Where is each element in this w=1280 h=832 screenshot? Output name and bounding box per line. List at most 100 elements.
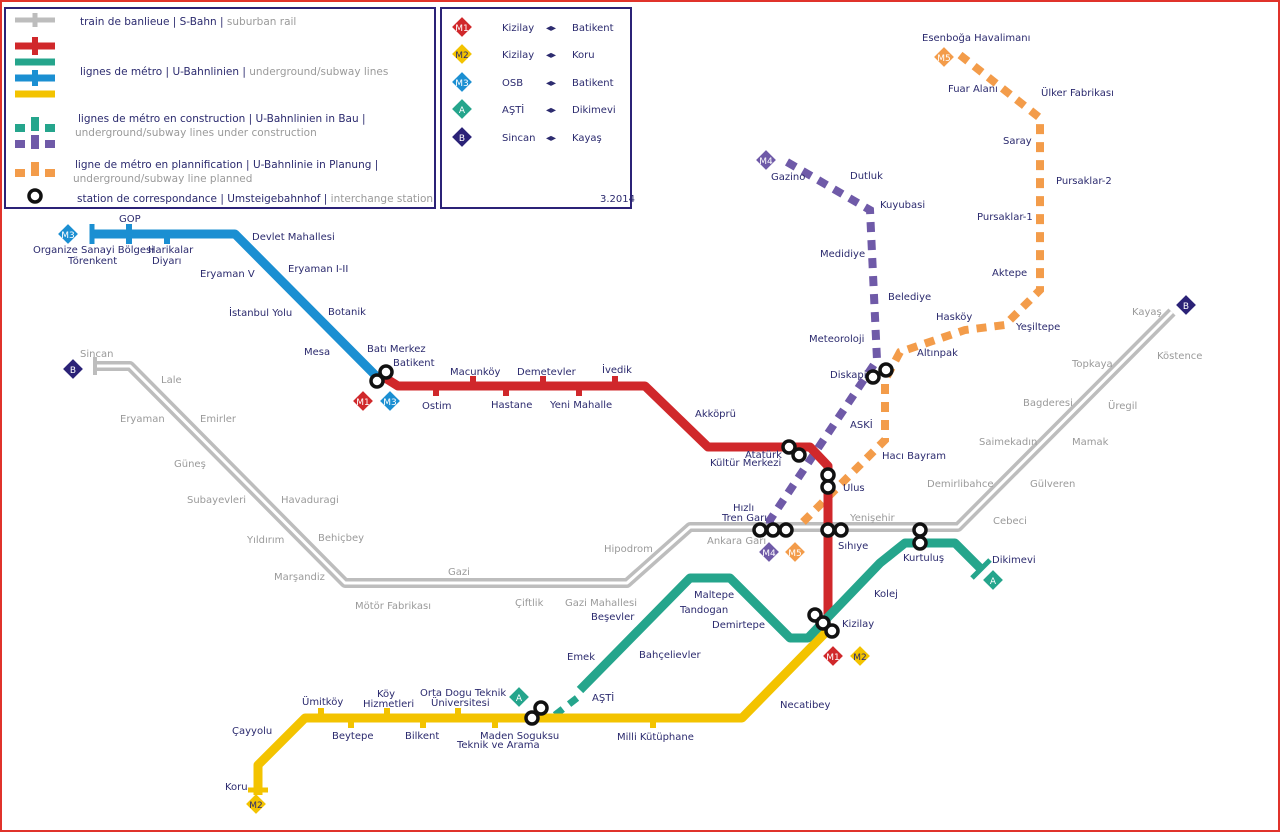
svg-text:Gülveren: Gülveren	[1030, 479, 1075, 490]
svg-text:B: B	[70, 366, 76, 376]
svg-text:A: A	[990, 577, 997, 587]
svg-text:M5: M5	[937, 54, 951, 64]
svg-text:Hızlı: Hızlı	[733, 503, 754, 514]
legend-rail-text: train de banlieue | S-Bahn | suburban ra…	[80, 16, 296, 28]
svg-text:Marşandiz: Marşandiz	[274, 572, 325, 583]
svg-text:GOP: GOP	[119, 214, 141, 225]
svg-text:Hipodrom: Hipodrom	[604, 544, 653, 555]
svg-text:Demetevler: Demetevler	[517, 367, 577, 378]
svg-text:Beşevler: Beşevler	[591, 612, 635, 623]
m2-line	[253, 624, 834, 795]
svg-text:Macunköy: Macunköy	[450, 367, 500, 378]
svg-text:Lale: Lale	[161, 375, 182, 386]
svg-text:Behiçbey: Behiçbey	[318, 533, 364, 544]
svg-text:B: B	[459, 134, 465, 144]
svg-text:M2: M2	[249, 801, 263, 811]
route-list: M1 Kizilay ◂▸ Batikent M2 Kizilay ◂▸ Kor…	[452, 17, 635, 205]
svg-text:Kayaş: Kayaş	[572, 133, 602, 144]
svg-text:Botanik: Botanik	[328, 307, 366, 318]
route-a: A AŞTİ ◂▸ Dikimevi	[452, 99, 616, 119]
svg-text:Milli Kütüphane: Milli Kütüphane	[617, 732, 694, 743]
route-m1: M1 Kizilay ◂▸ Batikent	[452, 17, 614, 37]
svg-text:Mötör Fabrikası: Mötör Fabrikası	[355, 601, 431, 612]
svg-text:Beytepe: Beytepe	[332, 731, 374, 742]
svg-text:M3: M3	[455, 79, 469, 89]
svg-text:M3: M3	[61, 231, 75, 241]
svg-text:OSB: OSB	[502, 78, 523, 89]
svg-text:Gazi: Gazi	[448, 567, 470, 578]
m5-line-planned	[797, 51, 1044, 528]
svg-text:Gazino: Gazino	[771, 172, 805, 183]
svg-text:İstanbul Yolu: İstanbul Yolu	[229, 306, 292, 319]
m1-line	[379, 372, 833, 615]
svg-text:Mesa: Mesa	[304, 347, 330, 358]
svg-text:Belediye: Belediye	[888, 292, 931, 303]
route-m2: M2 Kizilay ◂▸ Koru	[452, 44, 595, 64]
svg-text:Güneş: Güneş	[174, 459, 206, 470]
svg-text:Devlet Mahallesi: Devlet Mahallesi	[252, 232, 335, 243]
svg-text:Cebeci: Cebeci	[993, 516, 1027, 527]
route-m3: M3 OSB ◂▸ Batikent	[452, 72, 614, 92]
sbahn-line	[93, 308, 1176, 588]
legend-interchange-text: station de correspondance | Umsteigebahn…	[77, 193, 433, 205]
legend-box	[4, 7, 436, 209]
interchange-stations	[369, 362, 928, 726]
svg-text:AŞTİ: AŞTİ	[502, 103, 524, 116]
svg-text:Kayaş: Kayaş	[1132, 307, 1162, 318]
svg-text:Çiftlik: Çiftlik	[515, 598, 544, 609]
svg-text:AŞTİ: AŞTİ	[592, 691, 614, 704]
svg-text:Tandogan: Tandogan	[679, 605, 728, 616]
a-line-construction	[552, 695, 580, 718]
svg-text:Hasköy: Hasköy	[936, 312, 972, 323]
svg-text:Ulus: Ulus	[843, 483, 865, 494]
svg-text:Koru: Koru	[225, 782, 248, 793]
svg-text:Hastane: Hastane	[491, 400, 532, 411]
svg-text:Kültür Merkezi: Kültür Merkezi	[710, 458, 781, 469]
svg-text:◂▸: ◂▸	[546, 105, 556, 116]
svg-text:Havaduragi: Havaduragi	[281, 495, 339, 506]
svg-text:Tren Garı: Tren Garı	[721, 513, 767, 524]
svg-text:ASKİ: ASKİ	[850, 418, 873, 431]
svg-text:Maltepe: Maltepe	[694, 590, 734, 601]
svg-text:Fuar Alanı: Fuar Alanı	[948, 84, 998, 95]
svg-text:Meteoroloji: Meteoroloji	[809, 334, 864, 345]
svg-text:Saimekadın: Saimekadın	[979, 437, 1037, 448]
svg-text:Koru: Koru	[572, 50, 595, 61]
svg-text:Dikimevi: Dikimevi	[572, 105, 616, 116]
svg-text:M1: M1	[356, 398, 370, 408]
svg-text:Topkaya: Topkaya	[1071, 359, 1113, 370]
svg-text:Dutluk: Dutluk	[850, 171, 883, 182]
svg-text:Kizilay: Kizilay	[502, 50, 534, 61]
svg-text:Bahçelievler: Bahçelievler	[639, 650, 702, 661]
legend-construction-text: lignes de métro en construction | U-Bahn…	[78, 113, 366, 125]
svg-text:M3: M3	[383, 398, 397, 408]
svg-text:◂▸: ◂▸	[546, 23, 556, 34]
svg-text:Diyarı: Diyarı	[152, 256, 181, 267]
svg-text:◂▸: ◂▸	[546, 78, 556, 89]
svg-text:Demirlibahce: Demirlibahce	[927, 479, 994, 490]
svg-text:Medidiye: Medidiye	[820, 249, 865, 260]
svg-text:Batikent: Batikent	[572, 78, 614, 89]
svg-text:A: A	[516, 694, 523, 704]
svg-text:Necatibey: Necatibey	[780, 700, 830, 711]
svg-text:Sıhıye: Sıhıye	[838, 541, 868, 552]
a-line	[576, 538, 986, 694]
svg-text:Pursaklar-2: Pursaklar-2	[1056, 176, 1112, 187]
svg-text:Gazi Mahallesi: Gazi Mahallesi	[565, 598, 637, 609]
route-b: B Sincan ◂▸ Kayaş	[452, 127, 602, 147]
svg-text:Köy: Köy	[377, 689, 395, 700]
svg-text:Törenkent: Törenkent	[67, 256, 117, 267]
svg-text:Aktepe: Aktepe	[992, 268, 1027, 279]
svg-text:Pursaklar-1: Pursaklar-1	[977, 212, 1033, 223]
svg-text:Yeşiltepe: Yeşiltepe	[1015, 322, 1060, 333]
svg-text:Eryaman V: Eryaman V	[200, 269, 255, 280]
svg-text:M5: M5	[788, 549, 802, 559]
svg-text:Teknik ve Arama: Teknik ve Arama	[456, 740, 540, 751]
legend-metro-text: lignes de métro | U-Bahnlinien | undergr…	[80, 66, 388, 78]
routes-box	[440, 7, 632, 209]
svg-text:Yenişehir: Yenişehir	[849, 513, 896, 524]
svg-text:Atatürk: Atatürk	[745, 450, 782, 461]
svg-text:◂▸: ◂▸	[546, 50, 556, 61]
svg-text:M2: M2	[455, 51, 469, 61]
